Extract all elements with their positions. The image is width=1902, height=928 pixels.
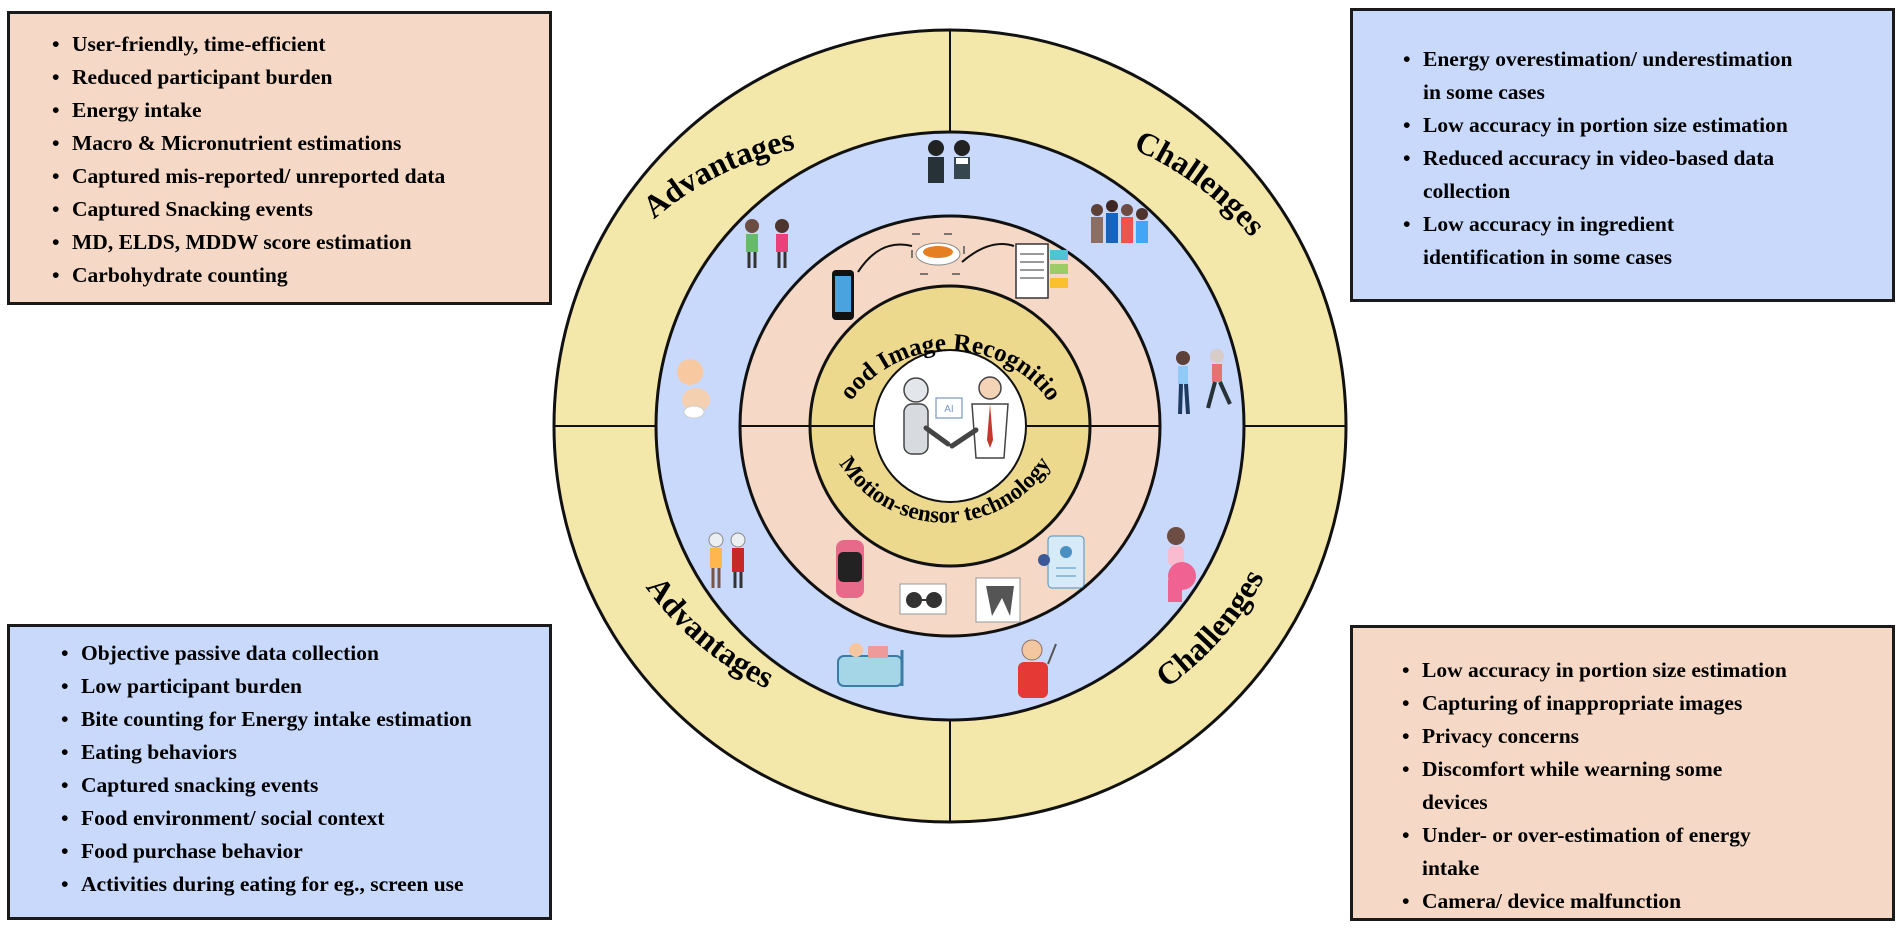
list-item: Camera/ device malfunction — [1400, 885, 1792, 918]
list-item: User-friendly, time-efficient — [50, 28, 549, 61]
hospital-patient-icon — [837, 643, 904, 687]
man-eating-icon — [1018, 639, 1057, 698]
elderly-couple-icon — [708, 532, 746, 588]
school-kids-icon — [928, 140, 970, 183]
list-item: Under- or over-estimation of energy inta… — [1400, 819, 1792, 885]
list-item: Energy intake — [50, 94, 549, 127]
list-item: Captured snacking events — [59, 769, 549, 802]
list-item: Privacy concerns — [1400, 720, 1792, 753]
arrow-icon — [961, 243, 1015, 263]
list-item: Low accuracy in portion size estimation — [1401, 109, 1793, 142]
wearable-sensor-icon — [975, 577, 1021, 623]
list-item: Food purchase behavior — [59, 835, 549, 868]
list-item: Reduced accuracy in video-based data col… — [1401, 142, 1793, 208]
food-photo-icon — [911, 233, 965, 275]
list-item: Eating behaviors — [59, 736, 549, 769]
smartwatch-icon — [836, 540, 864, 598]
baby-icon — [677, 359, 710, 419]
image-recognition-advantages-list: User-friendly, time-efficientReduced par… — [50, 28, 549, 292]
athlete-icon — [1176, 349, 1232, 415]
smartphone-icon — [832, 270, 854, 320]
smart-glasses-icon — [899, 583, 947, 615]
list-item: Low accuracy in portion size estimation — [1400, 654, 1792, 687]
robot-human-handshake-icon: AI — [903, 376, 1009, 459]
pregnant-woman-icon — [1167, 527, 1196, 602]
list-item: Food environment/ social context — [59, 802, 549, 835]
motion-sensor-challenges-list: Low accuracy in portion size estimationC… — [1400, 654, 1892, 918]
list-item: Discomfort while wearning some devices — [1400, 753, 1792, 819]
children-icon — [745, 219, 789, 268]
family-group-icon — [1091, 200, 1148, 243]
list-item: Activities during eating for eg., screen… — [59, 868, 549, 901]
motion-sensor-challenges-box: Low accuracy in portion size estimationC… — [1350, 625, 1895, 921]
image-recognition-advantages-box: User-friendly, time-efficientReduced par… — [7, 11, 552, 305]
mobile-app-icon — [1038, 535, 1085, 589]
nutrition-label-icon — [1015, 243, 1068, 299]
list-item: Energy overestimation/ underestimation i… — [1401, 43, 1793, 109]
list-item: Capturing of inappropriate images — [1400, 687, 1792, 720]
motion-sensor-advantages-box: Objective passive data collectionLow par… — [7, 624, 552, 920]
list-item: Captured mis-reported/ unreported data — [50, 160, 549, 193]
list-item: Macro & Micronutrient estimations — [50, 127, 549, 160]
list-item: MD, ELDS, MDDW score estimation — [50, 226, 549, 259]
ai-chip-label: AI — [944, 404, 953, 415]
list-item: Reduced participant burden — [50, 61, 549, 94]
image-recognition-challenges-box: Energy overestimation/ underestimation i… — [1350, 8, 1895, 302]
list-item: Bite counting for Energy intake estimati… — [59, 703, 549, 736]
list-item: Low accuracy in ingredient identificatio… — [1401, 208, 1793, 274]
arrow-icon — [857, 243, 913, 273]
list-item: Captured Snacking events — [50, 193, 549, 226]
motion-sensor-advantages-list: Objective passive data collectionLow par… — [59, 637, 549, 901]
image-recognition-challenges-list: Energy overestimation/ underestimation i… — [1401, 43, 1892, 274]
list-item: Carbohydrate counting — [50, 259, 549, 292]
list-item: Objective passive data collection — [59, 637, 549, 670]
list-item: Low participant burden — [59, 670, 549, 703]
